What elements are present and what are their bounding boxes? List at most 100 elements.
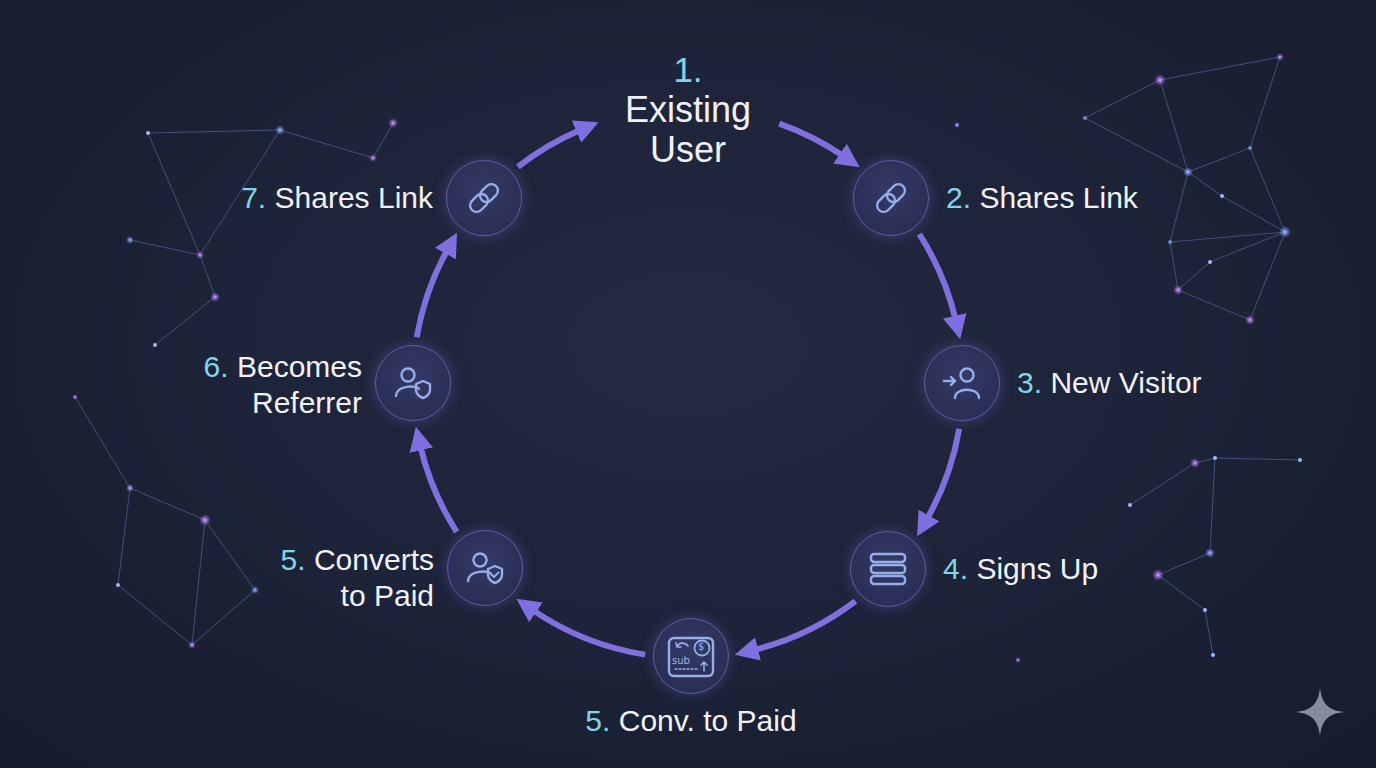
star: [1203, 608, 1207, 612]
star: [369, 154, 377, 162]
flow-arrow: [779, 124, 844, 157]
star: [1298, 458, 1302, 462]
step-label: New Visitor: [1050, 366, 1201, 399]
constellation-stars: [72, 53, 1302, 663]
step-number: 6.: [204, 350, 229, 383]
card-outline: [669, 638, 713, 676]
step-label: Conv. to Paid: [619, 704, 797, 737]
step-number: 4.: [943, 552, 968, 585]
flow-arrow: [420, 446, 457, 532]
star: [1167, 239, 1173, 245]
step-number: 1.: [603, 50, 773, 90]
constellation-line: [75, 397, 255, 645]
link-loop: [884, 181, 907, 204]
star: [1082, 115, 1088, 121]
star: [955, 123, 959, 127]
star: [126, 484, 134, 492]
coin: [695, 641, 710, 656]
star: [1015, 657, 1021, 663]
step-label: Existing User: [603, 90, 773, 170]
step-number: 7.: [241, 181, 266, 214]
constellation-line: [1158, 458, 1215, 575]
step-number: 5.: [585, 704, 610, 737]
star: [1247, 145, 1253, 151]
person-head: [474, 554, 487, 567]
star: [1190, 458, 1200, 468]
star: [210, 292, 220, 302]
step-node: 4.Signs Up: [850, 531, 926, 607]
star: [153, 343, 157, 347]
person-head: [402, 369, 415, 382]
star: [1173, 285, 1183, 295]
constellation-line: [1158, 575, 1213, 655]
constellation-line: [1085, 57, 1280, 172]
star: [1205, 548, 1215, 558]
star: [1183, 167, 1193, 177]
constellation-line: [148, 133, 215, 345]
renew-arrow: [676, 643, 688, 647]
form-row: [871, 576, 905, 584]
constellation-line: [192, 520, 205, 645]
enter-arrow: [944, 377, 955, 385]
star: [126, 236, 134, 244]
step-label: Shares Link: [979, 181, 1137, 214]
step-number: 2.: [946, 181, 971, 214]
star: [1152, 569, 1164, 581]
star: [199, 514, 211, 526]
constellation-line: [1170, 172, 1285, 320]
visitor-icon: [944, 369, 979, 399]
star: [1128, 503, 1132, 507]
star: [1276, 53, 1284, 61]
star: [388, 118, 398, 128]
star: [1213, 456, 1217, 460]
step-label: Signs Up: [976, 552, 1098, 585]
title-node: 1.Existing User: [603, 50, 773, 170]
star: [116, 583, 120, 587]
step-number: 3.: [1017, 366, 1042, 399]
star: [275, 125, 285, 135]
step-label: Becomes Referrer: [237, 350, 362, 419]
constellation-line: [148, 123, 393, 158]
star: [1220, 194, 1224, 198]
flow-arrow: [532, 610, 645, 655]
constellation-line: [1085, 118, 1285, 242]
flow-arrow: [518, 130, 581, 167]
link-icon: [874, 181, 907, 214]
person-body: [396, 387, 419, 396]
flow-arrow: [927, 429, 960, 520]
step-number: 5.: [281, 543, 306, 576]
step-label: Converts to Paid: [314, 543, 434, 612]
flow-arrow: [753, 601, 855, 650]
step-label: Shares Link: [275, 181, 433, 214]
star: [251, 586, 259, 594]
check-mark: [492, 573, 499, 578]
sparkle-watermark: [1296, 688, 1344, 736]
step-caption: 4.Signs Up: [943, 551, 1098, 587]
person-body: [955, 390, 979, 398]
star: [1245, 315, 1255, 325]
referrer-icon: [396, 369, 430, 399]
step-node: 7.Shares Link: [446, 160, 522, 236]
star: [72, 394, 78, 400]
form-row: [871, 565, 905, 573]
link-loop: [477, 181, 500, 204]
link-loop: [467, 191, 490, 214]
signup-icon: [871, 554, 905, 584]
shield: [416, 381, 430, 398]
dashed-line: [675, 668, 699, 669]
paid-user-icon: [468, 554, 502, 584]
star: [1208, 260, 1212, 264]
step-node: 2.Shares Link: [853, 160, 929, 236]
star: [1211, 653, 1215, 657]
step-caption: 7. Shares Link: [241, 180, 433, 216]
constellation-lines: [75, 57, 1300, 655]
step-caption: 5.Converts to Paid: [256, 542, 434, 614]
person-head: [961, 369, 974, 382]
constellation-line: [130, 130, 280, 255]
link-loop: [874, 191, 897, 214]
person-body: [468, 572, 491, 581]
step-node: 3.New Visitor: [924, 345, 1000, 421]
constellation-line: [1178, 232, 1285, 290]
